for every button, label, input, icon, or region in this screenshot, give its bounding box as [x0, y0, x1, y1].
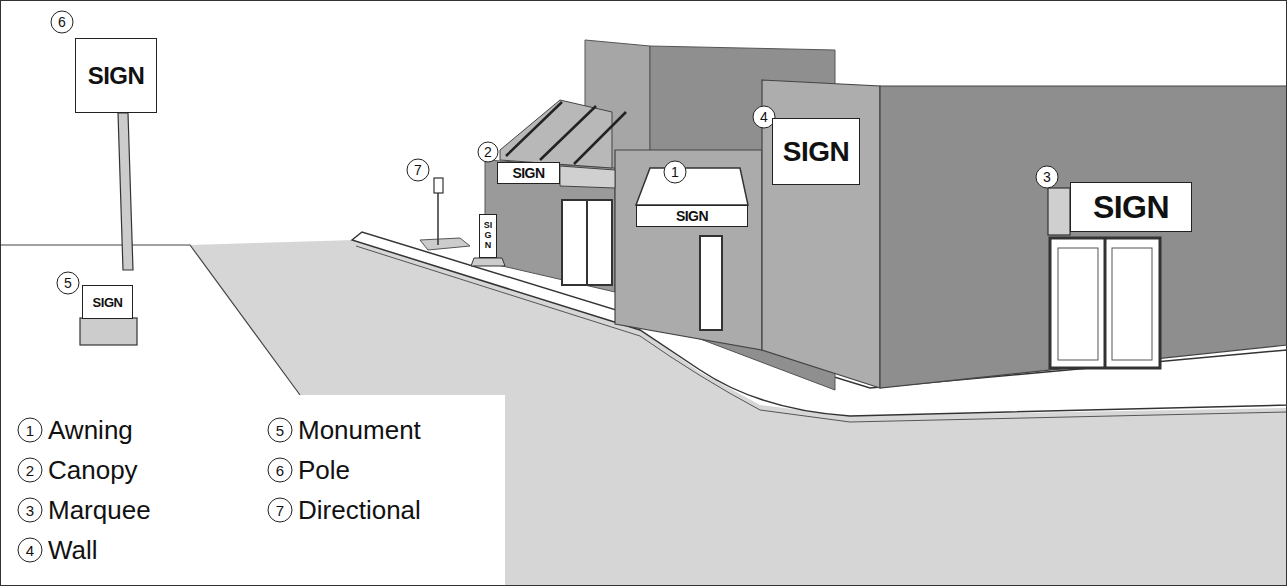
callout-number: 2	[26, 463, 34, 478]
callout-circle	[268, 458, 292, 482]
callout-number: 5	[276, 423, 284, 438]
sign-text: SIGN	[676, 209, 708, 223]
sign-panel: SIGN	[636, 205, 748, 227]
sign-panel: SIGN	[1070, 182, 1192, 232]
legend-text: Awning	[48, 417, 133, 443]
legend-text: Directional	[298, 497, 421, 523]
sign-panel: SIGN	[75, 38, 157, 113]
callout-circle	[18, 538, 42, 562]
sign-text: SIGN	[93, 296, 123, 309]
sign-panel: SIGN	[497, 162, 560, 184]
callout-number: 4	[26, 543, 34, 558]
callout-circle	[407, 159, 429, 181]
legend-text: Wall	[48, 537, 98, 563]
legend-text: Marquee	[48, 497, 151, 523]
callout-circle	[268, 418, 292, 442]
callout-number: 6	[276, 463, 284, 478]
sign-panel: SIGN	[82, 285, 133, 319]
sign-panel: SIGN	[479, 214, 497, 258]
callout-circle	[268, 498, 292, 522]
callout-circle	[18, 498, 42, 522]
callout-number: 1	[671, 165, 679, 179]
callout-number: 1	[26, 423, 34, 438]
callout-number: 3	[1043, 170, 1051, 184]
callout-circle	[1036, 166, 1058, 188]
callout-number: 6	[58, 15, 66, 29]
callout-number: 2	[484, 145, 492, 159]
callout-circle	[18, 458, 42, 482]
callout-number: 5	[64, 276, 72, 290]
callout-circle	[51, 11, 73, 33]
sign-text: SIGN	[484, 221, 493, 251]
callout-circle	[664, 161, 686, 183]
callout-number: 7	[276, 503, 284, 518]
callout-circle	[478, 142, 498, 162]
legend-text: Monument	[298, 417, 421, 443]
sign-text: SIGN	[783, 138, 849, 166]
sign-text: SIGN	[88, 64, 145, 88]
legend-text: Canopy	[48, 457, 138, 483]
callout-circle	[57, 272, 79, 294]
callout-number: 4	[760, 110, 768, 124]
sign-text: SIGN	[1093, 191, 1169, 223]
callout-circle	[18, 418, 42, 442]
sign-text: SIGN	[512, 166, 544, 180]
callout-number: 3	[26, 503, 34, 518]
legend-text: Pole	[298, 457, 350, 483]
callout-number: 7	[414, 163, 422, 177]
sign-panel: SIGN	[772, 118, 860, 185]
